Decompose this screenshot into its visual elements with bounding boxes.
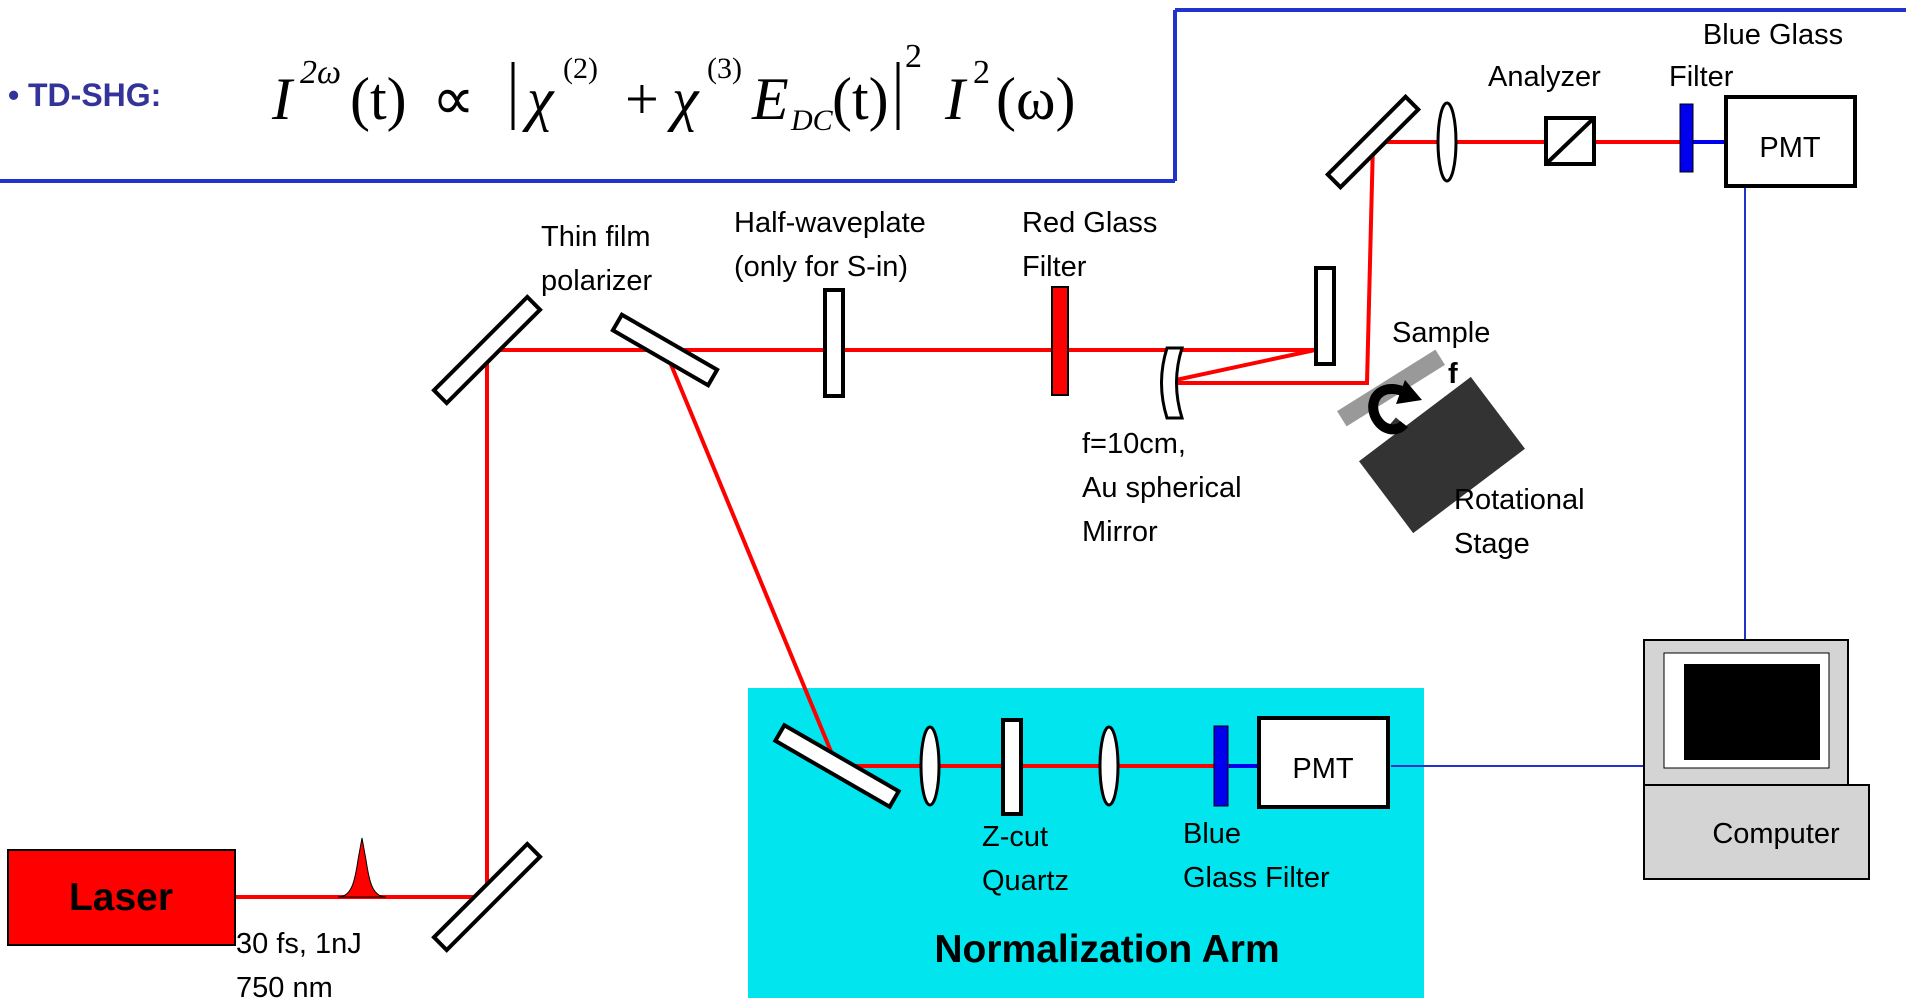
red-glass-filter bbox=[1051, 286, 1069, 396]
eq-field: E bbox=[751, 66, 789, 132]
pmt-top-label: PMT bbox=[1759, 132, 1821, 164]
fold-mirror bbox=[1314, 266, 1336, 366]
eq-intensity-sup: 2ω bbox=[300, 54, 341, 91]
computer-label: Computer bbox=[1712, 818, 1840, 850]
rotational-stage bbox=[1359, 376, 1525, 534]
pmt-bottom-label: PMT bbox=[1292, 753, 1354, 785]
eq-field-arg: (t) bbox=[832, 66, 889, 132]
analyzer-icon bbox=[1544, 116, 1596, 166]
rotation-arrowhead-icon bbox=[1396, 380, 1422, 404]
pmt-blue-links bbox=[1229, 140, 1726, 768]
header-equation: • TD-SHG: I 2ω (t) ∝ χ (2) + χ (3) E DC … bbox=[8, 38, 1075, 137]
pmt-top bbox=[1724, 95, 1857, 188]
eq-abs-sup: 2 bbox=[905, 38, 922, 75]
blue-glass-bottom-label-1: Blue bbox=[1183, 818, 1241, 850]
pulse-label-2: 750 nm bbox=[236, 972, 333, 1000]
lens-normalization-1 bbox=[919, 725, 941, 807]
eq-proportional: ∝ bbox=[432, 66, 475, 132]
thin-film-polarizer bbox=[610, 311, 720, 389]
signal-cables bbox=[1391, 187, 1746, 767]
mirror-label-1: f=10cm, bbox=[1082, 428, 1186, 460]
half-waveplate bbox=[823, 288, 845, 398]
eq-chi2: χ bbox=[522, 66, 555, 132]
rotational-stage-label-2: Stage bbox=[1454, 528, 1530, 560]
mirror-top-left bbox=[431, 294, 543, 406]
rotation-arrow-icon bbox=[1368, 384, 1415, 435]
pulse-label-1: 30 fs, 1nJ bbox=[236, 928, 362, 960]
mirror-label-3: Mirror bbox=[1082, 516, 1158, 548]
eq-chi3-sup: (3) bbox=[707, 52, 742, 85]
red-glass-label-2: Filter bbox=[1022, 251, 1087, 283]
thin-film-label-2: polarizer bbox=[541, 265, 653, 297]
header-label: TD-SHG: bbox=[28, 77, 161, 113]
half-waveplate-label-2: (only for S-in) bbox=[734, 251, 908, 283]
eq-intensity2: I bbox=[944, 66, 968, 132]
red-glass-label-1: Red Glass bbox=[1022, 207, 1157, 239]
computer-icon bbox=[1643, 639, 1870, 880]
blue-glass-filter-bottom bbox=[1213, 725, 1229, 807]
sample-label: Sample bbox=[1392, 317, 1490, 349]
header-bullet: • bbox=[8, 77, 19, 113]
eq-chi3: χ bbox=[667, 66, 700, 132]
eq-time-arg: (t) bbox=[350, 66, 407, 132]
spherical-mirror bbox=[1160, 346, 1185, 420]
lens-top bbox=[1436, 101, 1458, 183]
lens-normalization-2 bbox=[1098, 725, 1120, 807]
z-cut-label-1: Z-cut bbox=[982, 821, 1048, 853]
mirror-label-2: Au spherical bbox=[1082, 472, 1242, 504]
header-frame bbox=[0, 8, 1906, 183]
blue-glass-filter-top-label-2: Filter bbox=[1669, 61, 1734, 93]
z-cut-quartz bbox=[1001, 718, 1023, 816]
normalization-arm-label: Normalization Arm bbox=[934, 928, 1279, 971]
analyzer-label: Analyzer bbox=[1488, 61, 1601, 93]
pulse-icon bbox=[337, 837, 387, 898]
mirror-bottom bbox=[431, 841, 543, 953]
eq-omega-arg: (ω) bbox=[996, 66, 1075, 132]
mirror-normalization bbox=[772, 722, 902, 810]
blue-glass-filter-top bbox=[1679, 103, 1694, 173]
eq-intensity: I bbox=[271, 66, 295, 132]
focal-label: f bbox=[1448, 358, 1458, 390]
eq-intensity2-sup: 2 bbox=[973, 54, 990, 91]
laser-source bbox=[7, 849, 236, 946]
rotational-stage-label-1: Rotational bbox=[1454, 484, 1585, 516]
eq-field-sub: DC bbox=[790, 104, 834, 137]
thin-film-label-1: Thin film bbox=[541, 221, 651, 253]
blue-glass-bottom-label-2: Glass Filter bbox=[1183, 862, 1330, 894]
z-cut-label-2: Quartz bbox=[982, 865, 1069, 897]
mirror-top-right bbox=[1324, 93, 1422, 191]
pmt-bottom bbox=[1257, 716, 1390, 809]
blue-glass-filter-top-label-1: Blue Glass bbox=[1703, 19, 1843, 51]
eq-plus: + bbox=[625, 66, 659, 132]
half-waveplate-label-1: Half-waveplate bbox=[734, 207, 926, 239]
laser-label: Laser bbox=[69, 876, 173, 919]
eq-chi2-sup: (2) bbox=[563, 52, 598, 85]
